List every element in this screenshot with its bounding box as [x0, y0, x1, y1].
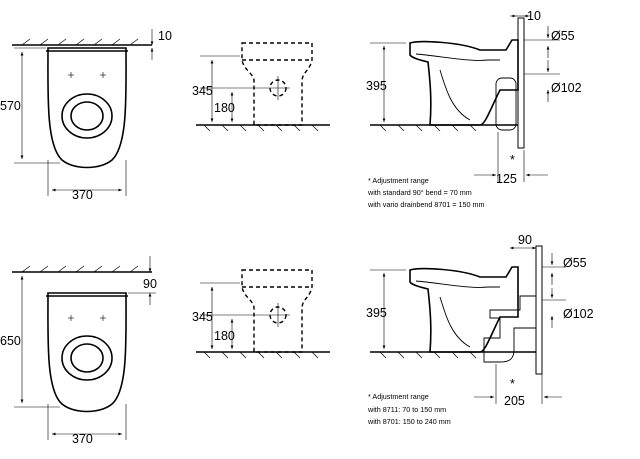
seat-ring	[61, 93, 113, 139]
dim-drain-label: Ø102	[551, 81, 582, 95]
dim-wall-label: 90	[518, 233, 532, 247]
dim-wall-label: 10	[527, 9, 541, 23]
note-line-2: with standard 90° bend = 70 mm	[367, 188, 472, 197]
fixing-point	[68, 72, 106, 78]
dim-depth-label: 205	[504, 394, 525, 408]
dim-length-label: 650	[0, 334, 21, 348]
bottom-front-view: 345 180	[192, 269, 330, 359]
dim-length-label: 570	[0, 99, 21, 113]
dim-inlet-label: Ø55	[551, 29, 575, 43]
note-line-3: with vario drainbend 8701 = 150 mm	[367, 200, 484, 209]
bowl-outline	[47, 292, 127, 413]
note-line-1: * Adjustment range	[368, 392, 429, 401]
dim-depth-label: 125	[496, 172, 517, 186]
bowl-opening	[70, 101, 104, 131]
asterisk-mark: *	[510, 377, 515, 391]
front-outline	[241, 42, 313, 126]
wall-section	[517, 17, 525, 149]
fixing-point	[68, 315, 106, 321]
wall-section	[535, 245, 543, 375]
wall-hatch	[21, 38, 139, 46]
bowl-outline	[47, 47, 127, 169]
dim-height-label: 395	[366, 79, 387, 93]
note-line-1: * Adjustment range	[368, 176, 429, 185]
dim-outlet-label: 180	[214, 329, 235, 343]
dim-width-label: 370	[72, 188, 93, 202]
bowl-opening	[70, 343, 104, 373]
side-outline	[409, 39, 519, 126]
asterisk-mark: *	[510, 153, 515, 167]
top-front-view: 345 180	[192, 42, 330, 132]
dim-outlet-label: 180	[214, 101, 235, 115]
front-outline	[241, 269, 313, 353]
dim-wall-label: 90	[143, 277, 157, 291]
dim-height-label: 345	[192, 84, 213, 98]
dim-width-label: 370	[72, 432, 93, 446]
dim-inlet-label: Ø55	[563, 256, 587, 270]
bottom-side-view: 90 Ø55 Ø102 395 205 * * Adjustment range…	[366, 233, 594, 426]
top-side-view: 10 Ø55 Ø102 395 125 * * Adjustment range…	[366, 9, 582, 209]
note-line-3: with 8701: 150 to 240 mm	[367, 417, 451, 426]
note-line-2: with 8711: 70 to 150 mm	[367, 405, 446, 414]
bottom-plan-view: 90 650 370	[0, 256, 157, 446]
side-outline	[409, 266, 519, 353]
seat-ring	[61, 335, 113, 381]
dim-drain-label: Ø102	[563, 307, 594, 321]
dim-height-label: 345	[192, 310, 213, 324]
drain-bend	[483, 295, 537, 363]
drain-pipe	[495, 77, 517, 131]
top-plan-view: 10 570 370	[0, 29, 172, 202]
dim-height-label: 395	[366, 306, 387, 320]
dim-wall-label: 10	[158, 29, 172, 43]
